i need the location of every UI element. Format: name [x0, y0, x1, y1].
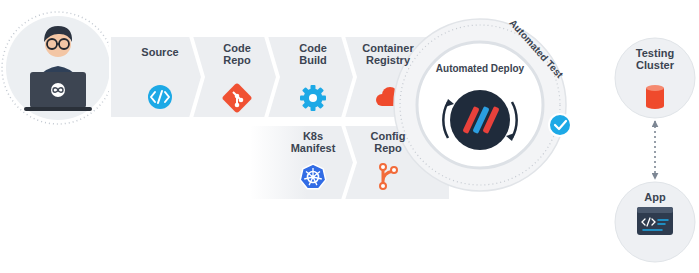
avatar-circle [6, 16, 110, 120]
laptop-base [24, 107, 92, 111]
deploy-circle: Automated Deploy [416, 41, 544, 169]
node-label: Testing Cluster [624, 47, 686, 71]
step-label: Code Repo [215, 42, 259, 66]
pipeline-step: Code Build [267, 36, 354, 118]
step-label: Container Registry [356, 42, 420, 66]
pipeline-step: Source [110, 36, 202, 118]
chevron-outline [250, 125, 354, 200]
laptop [30, 72, 86, 108]
environment-circle: App [615, 182, 695, 262]
dotted-connector [654, 121, 656, 179]
environment-circle: Testing Cluster [615, 38, 695, 118]
test-ring: Automated TestAutomated Deploy [394, 19, 566, 191]
node-label: Automated Deploy [428, 63, 532, 75]
glasses [47, 39, 57, 49]
pipeline-step: Code Repo [192, 36, 277, 118]
glasses [59, 39, 69, 49]
step-label: Code Build [289, 42, 337, 66]
laptop-logo-mark [53, 88, 63, 93]
circle-outline [416, 41, 544, 169]
step-label: Source [125, 46, 195, 58]
step-label: Config Repo [363, 130, 413, 154]
laptop-logo [51, 83, 65, 97]
pipeline-step: K8s Manifest [250, 125, 354, 200]
node-label: App [625, 191, 685, 203]
step-label: K8s Manifest [285, 130, 341, 154]
avatar-ring [2, 12, 114, 124]
glasses-bridge [57, 43, 59, 45]
